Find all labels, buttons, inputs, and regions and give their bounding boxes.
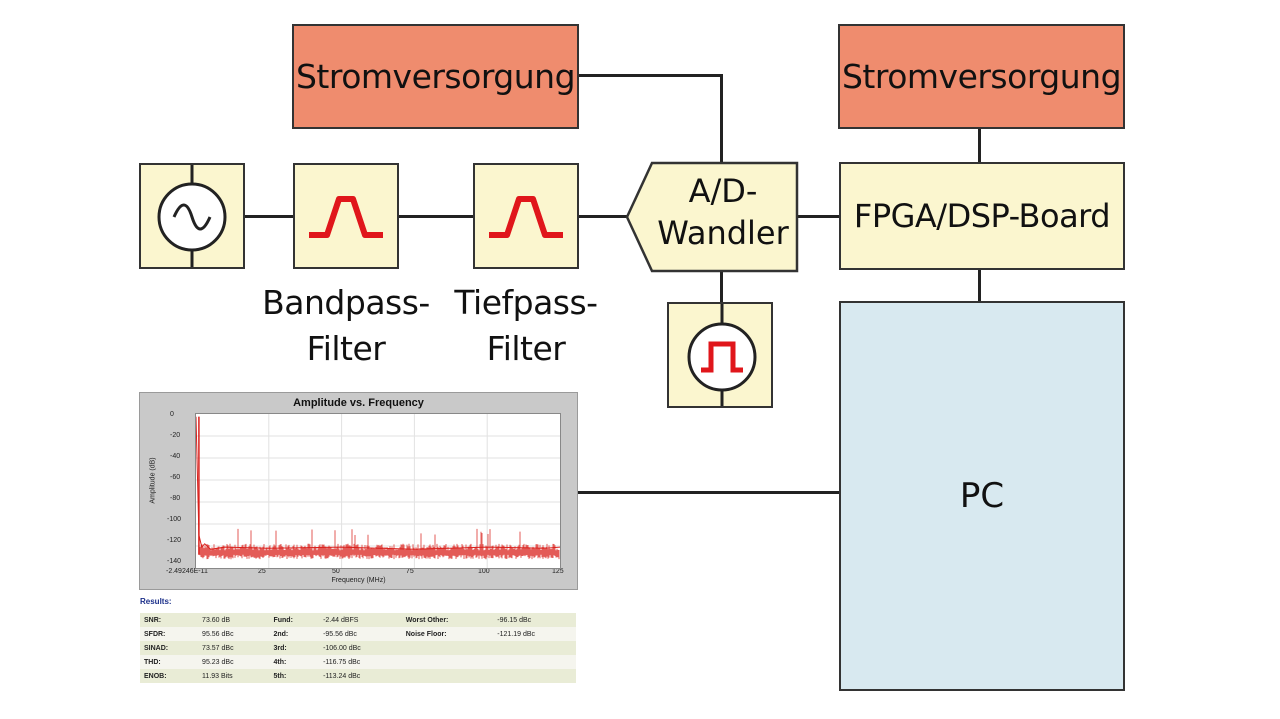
table-cell: 4th: — [269, 655, 320, 669]
y-tick-7: -140 — [167, 558, 182, 565]
x-tick-0: -2.49246E-11 — [166, 568, 208, 575]
wire-adc-fpga — [796, 215, 841, 218]
wire-spectrum-pc — [577, 491, 841, 494]
table-cell: THD: — [140, 655, 199, 669]
table-cell — [401, 641, 494, 655]
table-cell: SINAD: — [140, 641, 199, 655]
adc-label-line2: Wandler — [657, 214, 789, 252]
table-cell: -116.75 dBc — [319, 655, 402, 669]
clock-pulse-icon — [687, 304, 757, 406]
fpga-dsp-board-label: FPGA/DSP-Board — [853, 197, 1111, 235]
bandpass-label-line2: Filter — [306, 329, 386, 368]
table-cell: -95.56 dBc — [319, 627, 402, 641]
x-tick-3: 75 — [406, 568, 414, 575]
table-cell — [493, 641, 576, 655]
y-tick-2: -40 — [170, 453, 181, 460]
spectrum-panel: Amplitude vs. Frequency Amplitude (dB) F… — [139, 392, 578, 590]
results-heading: Results: — [140, 597, 172, 606]
table-cell: Noise Floor: — [401, 627, 494, 641]
table-cell: 95.23 dBc — [198, 655, 270, 669]
spectrum-noise-floor — [199, 528, 560, 560]
clock-source-block — [667, 302, 773, 408]
adc-label: A/D- Wandler — [648, 170, 798, 254]
power-supply-left-label: Stromversorgung — [295, 57, 576, 96]
table-cell: Worst Other: — [401, 613, 494, 627]
wire-generator-bandpass — [244, 215, 294, 218]
table-cell: 73.60 dB — [198, 613, 270, 627]
bandpass-label-line1: Bandpass- — [262, 283, 430, 322]
wire-adc-clock — [720, 270, 723, 304]
y-tick-1: -20 — [170, 432, 181, 439]
table-cell: 11.93 Bits — [198, 669, 270, 683]
y-tick-4: -80 — [170, 495, 181, 502]
adc-label-line1: A/D- — [688, 172, 758, 210]
wire-bandpass-lowpass — [398, 215, 474, 218]
table-cell — [401, 655, 494, 669]
x-tick-2: 50 — [332, 568, 340, 575]
power-supply-right-label: Stromversorgung — [841, 57, 1122, 96]
spectrum-title: Amplitude vs. Frequency — [293, 397, 424, 409]
power-supply-right: Stromversorgung — [838, 24, 1125, 129]
table-cell — [493, 669, 576, 683]
table-cell — [493, 655, 576, 669]
table-cell: -2.44 dBFS — [319, 613, 402, 627]
bandpass-filter-label: Bandpass- Filter — [258, 280, 434, 372]
y-tick-5: -100 — [167, 516, 182, 523]
table-cell — [401, 669, 494, 683]
x-tick-4: 100 — [478, 568, 490, 575]
y-tick-6: -120 — [167, 537, 182, 544]
table-cell: -96.15 dBc — [493, 613, 576, 627]
wire-lowpass-adc — [577, 215, 629, 218]
table-cell: 73.57 dBc — [198, 641, 270, 655]
lowpass-label-line1: Tiefpass- — [454, 283, 598, 322]
y-tick-0: 0 — [170, 411, 174, 418]
x-tick-5: 125 — [552, 568, 564, 575]
power-supply-left: Stromversorgung — [292, 24, 579, 129]
table-cell: ENOB: — [140, 669, 199, 683]
wire-fpga-pc — [978, 268, 981, 302]
signal-generator-block — [139, 163, 245, 269]
adc-block — [625, 161, 799, 273]
table-cell: -113.24 dBc — [319, 669, 402, 683]
lowpass-label-line2: Filter — [486, 329, 566, 368]
table-cell: 95.56 dBc — [198, 627, 270, 641]
sine-generator-icon — [157, 165, 227, 267]
table-cell: 2nd: — [269, 627, 320, 641]
bandpass-filter-block — [293, 163, 399, 269]
wire-psu-fpga — [978, 128, 981, 162]
table-cell: Fund: — [269, 613, 320, 627]
lowpass-filter-label: Tiefpass- Filter — [438, 280, 614, 372]
wire-psu-to-adc-h — [578, 74, 722, 77]
table-cell: -121.19 dBc — [493, 627, 576, 641]
lowpass-filter-block — [473, 163, 579, 269]
table-cell: 3rd: — [269, 641, 320, 655]
table-cell: 5th: — [269, 669, 320, 683]
y-tick-3: -60 — [170, 474, 181, 481]
pc-label: PC — [959, 476, 1005, 516]
table-cell: -106.00 dBc — [319, 641, 402, 655]
x-tick-1: 25 — [258, 568, 266, 575]
spectrum-xlabel: Frequency (MHz) — [331, 577, 386, 584]
table-cell: SNR: — [140, 613, 199, 627]
spectrum-series-line — [196, 416, 560, 550]
spectrum-ylabel: Amplitude (dB) — [149, 457, 157, 504]
lowpass-filter-icon — [489, 196, 563, 238]
spectrum-plot — [195, 413, 561, 569]
table-cell: SFDR: — [140, 627, 199, 641]
pc-block: PC — [839, 301, 1125, 691]
wire-psu-to-adc-v — [720, 74, 723, 164]
bandpass-filter-icon — [309, 196, 383, 238]
fpga-dsp-board: FPGA/DSP-Board — [839, 162, 1125, 270]
